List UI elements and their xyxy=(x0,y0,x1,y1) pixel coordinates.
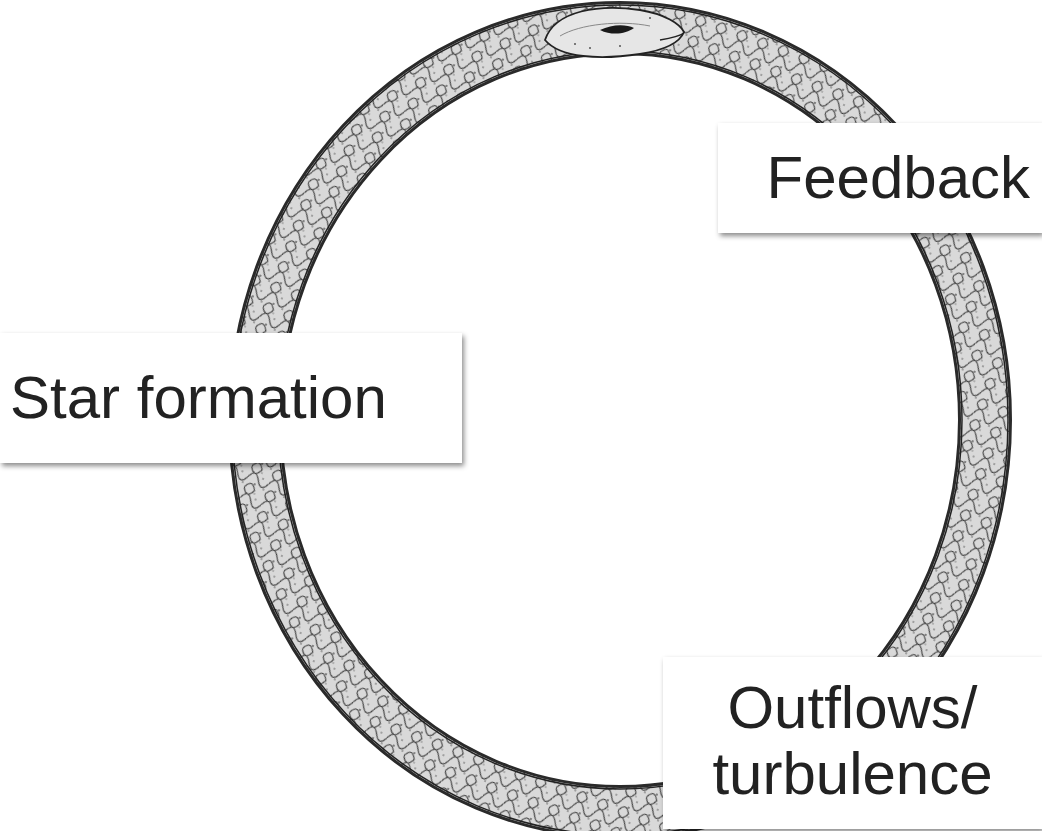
box-label: Outflows/ turbulence xyxy=(673,675,1032,807)
label-box: Outflows/ turbulence xyxy=(663,657,1042,829)
label-box: Feedback xyxy=(718,123,1042,233)
label-box: Star formation xyxy=(0,333,462,463)
box-label: Star formation xyxy=(10,365,450,431)
box-label: Feedback xyxy=(734,145,1030,211)
